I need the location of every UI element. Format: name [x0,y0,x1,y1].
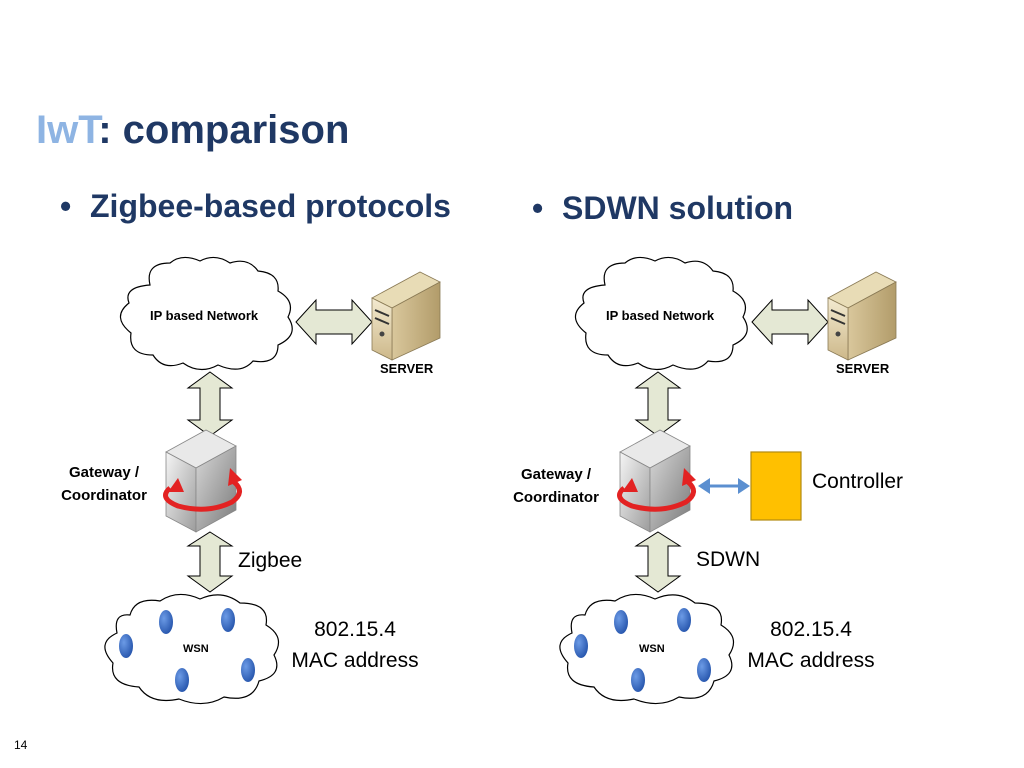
left-standard-line1: 802.15.4 [314,618,396,641]
left-sensor-nodes [119,608,255,692]
left-standard-line2: MAC address [291,649,419,672]
sensor-node [631,668,645,692]
right-gateway-label: Gateway / Coordinator [500,463,612,509]
bullet-right: • SDWN solution [532,190,793,227]
right-link-label: SDWN [696,548,761,571]
left-gateway-label: Gateway / Coordinator [48,461,160,507]
sensor-node [221,608,235,632]
left-gateway-line2: Coordinator [61,487,147,504]
sensor-node [677,608,691,632]
gateway-controller-arrow [698,478,750,494]
left-link-label: Zigbee [238,549,303,572]
left-cloud-gateway-arrow [186,371,234,437]
sensor-node [175,668,189,692]
bullet-dot: • [60,188,72,224]
left-diagram [104,256,441,705]
right-server-label: SERVER [836,361,890,376]
right-server-icon [827,271,897,361]
bullet-left-text: Zigbee-based protocols [90,188,451,224]
title-rest: : comparison [98,108,350,152]
sensor-node [614,610,628,634]
right-cloud-gateway-arrow [634,371,682,437]
right-gateway-line1: Gateway / [520,466,592,483]
left-ip-cloud [119,256,293,371]
sensor-node [574,634,588,658]
bullet-right-text: SDWN solution [562,190,794,226]
bullet-left: • Zigbee-based protocols [60,188,451,225]
right-cloud-label: IP based Network [606,308,715,323]
right-cloud-server-arrow [751,298,829,346]
right-standard-label: 802.15.4 MAC address [741,614,881,676]
right-diagram [559,256,897,705]
left-cloud-label: IP based Network [150,308,259,323]
sensor-node [697,658,711,682]
right-wsn-label: WSN [639,643,665,655]
slide-number: 14 [14,738,28,752]
sensor-node [159,610,173,634]
left-server-icon [371,271,441,361]
left-wsn-cloud [104,593,280,705]
right-ip-cloud [574,256,748,371]
left-gateway-icon [163,429,242,533]
page-title: IwT: comparison [36,108,349,153]
controller-box [750,451,802,521]
right-gateway-icon [617,429,696,533]
right-gateway-wsn-arrow [634,531,682,593]
left-cloud-server-arrow [295,298,373,346]
bullet-dot: • [532,190,544,226]
right-standard-line1: 802.15.4 [770,618,852,641]
right-gateway-line2: Coordinator [513,489,599,506]
sensor-node [119,634,133,658]
left-gateway-wsn-arrow [186,531,234,593]
left-gateway-line1: Gateway / [68,464,140,481]
title-accent: IwT [36,108,99,152]
controller-label: Controller [812,470,904,493]
sensor-node [241,658,255,682]
left-standard-label: 802.15.4 MAC address [285,614,425,676]
right-standard-line2: MAC address [747,649,875,672]
right-sensor-nodes [574,608,711,692]
left-wsn-label: WSN [183,643,209,655]
left-server-label: SERVER [380,361,434,376]
